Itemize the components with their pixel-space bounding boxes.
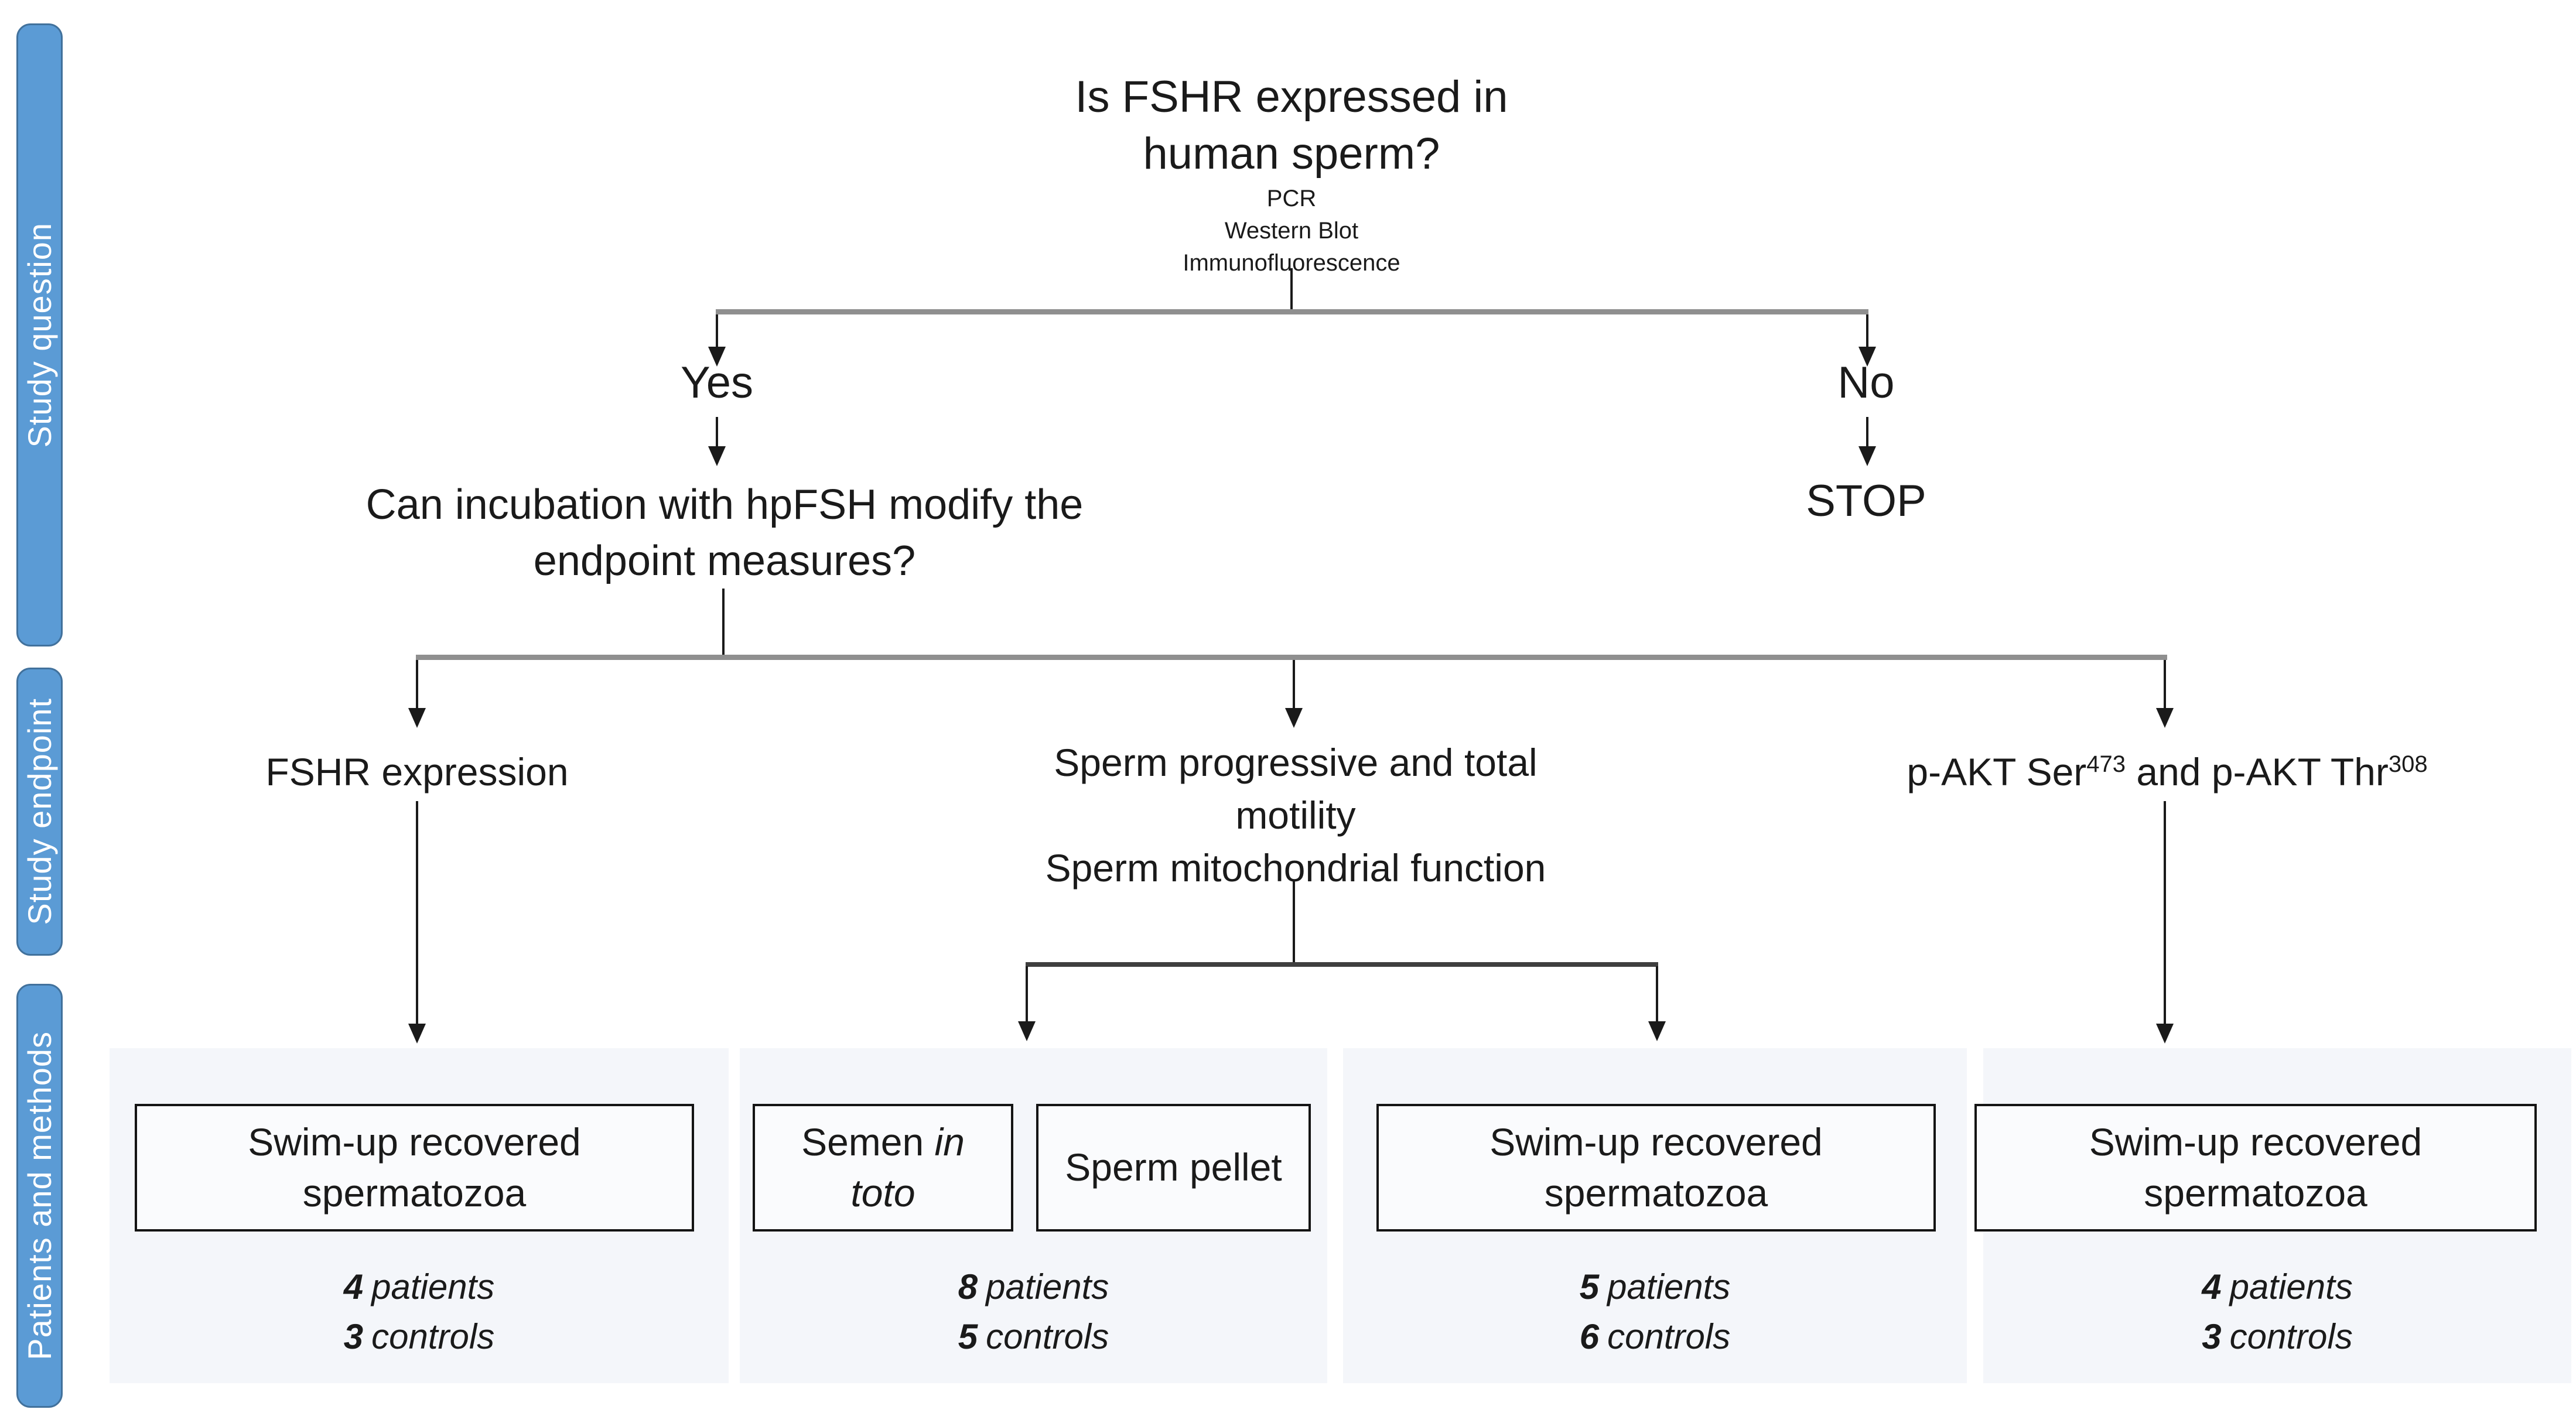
question2-line2: endpoint measures?: [533, 537, 916, 584]
arrowhead-yes-to-q2: [708, 446, 726, 466]
controls-word: controls: [986, 1317, 1109, 1357]
sidebar-section-patients-methods: Patients and methods: [16, 984, 63, 1408]
endpoint-p-akt: p-AKT Ser473 and p-AKT Thr308: [1783, 746, 2551, 799]
connector-to-endpoint-right: [2164, 660, 2166, 709]
arrowhead-endpoint-left: [408, 708, 426, 728]
connector-to-endpoint-middle: [1293, 660, 1295, 709]
box-swim-up-1: Swim-up recovered spermatozoa: [135, 1104, 694, 1232]
sidebar-section-study-question: Study question: [16, 23, 63, 646]
patients-count: 8: [958, 1267, 978, 1306]
controls-word: controls: [1607, 1317, 1731, 1357]
controls-count: 3: [2202, 1317, 2222, 1357]
endpoint-fshr-expression: FSHR expression: [265, 750, 569, 793]
patients-word: patients: [986, 1267, 1109, 1306]
method-western-blot: Western Blot: [1224, 218, 1359, 244]
box-swim-up-3: Swim-up recovered spermatozoa: [1974, 1104, 2537, 1232]
connector-no-to-stop: [1866, 417, 1868, 447]
arrowhead-to-yes: [708, 347, 726, 367]
question2-line1: Can incubation with hpFSH modify the: [365, 481, 1084, 528]
box-swim-up-3-label: Swim-up recovered spermatozoa: [2089, 1120, 2423, 1215]
box-semen-in-toto: Semen in toto: [753, 1104, 1013, 1232]
controls-count: 6: [1579, 1317, 1600, 1357]
connector-left-to-panel1: [416, 801, 418, 1025]
branch-yes-label: Yes: [681, 358, 753, 408]
arrowhead-no-to-stop: [1858, 446, 1876, 466]
arrowhead-to-no: [1858, 347, 1876, 367]
p-akt-sup-308: 308: [2388, 751, 2428, 777]
in-toto-italic: in toto: [850, 1120, 965, 1215]
stop-label: STOP: [1806, 476, 1926, 526]
connector-to-panel3: [1656, 966, 1658, 1022]
question1-line1: Is FSHR expressed in: [1075, 72, 1508, 122]
connector-q1-stem: [1290, 268, 1293, 313]
arrowhead-panel4: [2156, 1024, 2174, 1044]
box-swim-up-2-label: Swim-up recovered spermatozoa: [1489, 1120, 1823, 1215]
patients-word: patients: [371, 1267, 495, 1306]
arrowhead-panel1: [408, 1024, 426, 1044]
sidebar-section-label: Study question: [21, 222, 58, 448]
sidebar-section-study-endpoint: Study endpoint: [16, 668, 63, 956]
connector-yes-no-split: [716, 309, 1868, 314]
p-akt-text1: p-AKT Ser: [1907, 750, 2087, 793]
arrowhead-panel3: [1648, 1021, 1666, 1041]
arrowhead-endpoint-middle: [1285, 708, 1303, 728]
arrowhead-endpoint-right: [2156, 708, 2174, 728]
branch-no-label: No: [1837, 358, 1895, 408]
question1-methods: PCR Western Blot Immunofluorescence: [999, 183, 1584, 280]
patients-word: patients: [2229, 1267, 2353, 1306]
sidebar-section-label: Patients and methods: [21, 1031, 58, 1360]
patients-count: 4: [343, 1267, 364, 1306]
box-semen-in-toto-label: Semen in toto: [766, 1117, 1000, 1219]
box-sperm-pellet: Sperm pellet: [1036, 1104, 1311, 1232]
patients-word: patients: [1607, 1267, 1731, 1306]
connector-yes-to-q2: [716, 417, 718, 447]
controls-word: controls: [371, 1317, 495, 1357]
connector-middle-stem: [1293, 880, 1295, 966]
connector-endpoint-split: [416, 655, 2167, 660]
arrowhead-panel2: [1018, 1021, 1036, 1041]
connector-to-endpoint-left: [416, 660, 418, 709]
patients-count: 4: [2202, 1267, 2222, 1306]
controls-word: controls: [2229, 1317, 2353, 1357]
controls-count: 5: [958, 1317, 978, 1357]
endpoint-motility-mitochondrial: Sperm progressive and total motility Spe…: [1045, 741, 1546, 890]
connector-to-no: [1866, 314, 1868, 348]
question1-line2: human sperm?: [1143, 128, 1440, 179]
method-pcr: PCR: [1266, 186, 1317, 211]
controls-count: 3: [343, 1317, 364, 1357]
question2: Can incubation with hpFSH modify the end…: [315, 477, 1135, 590]
connector-middle-split: [1026, 962, 1658, 967]
patients-count: 5: [1579, 1267, 1600, 1306]
p-akt-sup-473: 473: [2086, 751, 2126, 777]
question1-title: Is FSHR expressed in human sperm?: [999, 69, 1584, 182]
connector-q2-stem: [722, 589, 725, 660]
connector-to-panel2: [1026, 966, 1028, 1022]
box-swim-up-2: Swim-up recovered spermatozoa: [1376, 1104, 1936, 1232]
semen-text: Semen: [801, 1120, 935, 1164]
box-swim-up-1-label: Swim-up recovered spermatozoa: [248, 1120, 581, 1215]
box-sperm-pellet-label: Sperm pellet: [1065, 1145, 1282, 1189]
connector-to-yes: [716, 314, 718, 348]
connector-right-to-panel4: [2164, 801, 2166, 1025]
p-akt-text2: and p-AKT Thr: [2126, 750, 2389, 793]
sidebar-section-label: Study endpoint: [21, 698, 58, 925]
